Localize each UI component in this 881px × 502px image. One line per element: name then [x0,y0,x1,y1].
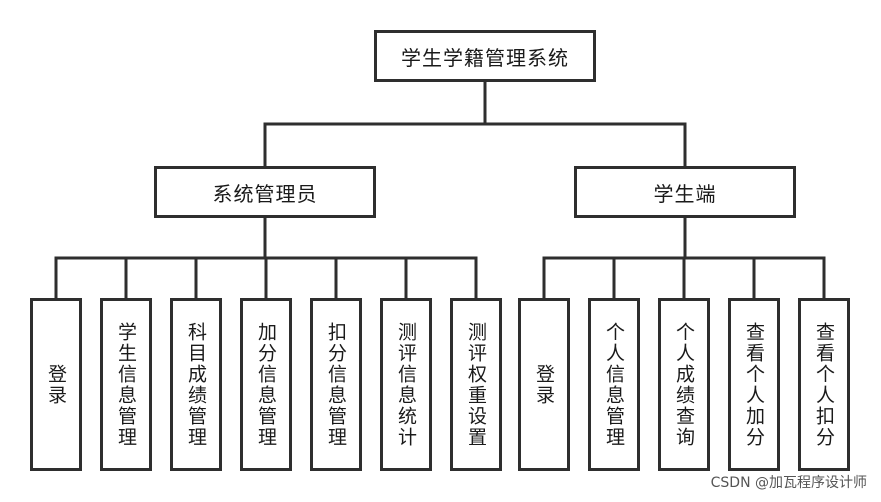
leaf-admin-student-info: 学生信息管理 [100,298,152,471]
leaf-student-view-deduction: 查看个人扣分 [798,298,850,471]
root-node: 学生学籍管理系统 [374,30,596,82]
root-label: 学生学籍管理系统 [401,45,569,70]
leaf-admin-bonus-info: 加分信息管理 [240,298,292,471]
leaf-admin-weight-settings: 测评权重设置 [450,298,502,471]
leaf-admin-subject-scores: 科目成绩管理 [170,298,222,471]
group-node-admin: 系统管理员 [154,166,376,218]
group-label-student: 学生端 [653,181,717,206]
leaf-student-view-bonus: 查看个人加分 [728,298,780,471]
leaf-student-personal-info: 个人信息管理 [588,298,640,471]
leaf-student-score-query: 个人成绩查询 [658,298,710,471]
leaf-admin-evaluation-stats: 测评信息统计 [380,298,432,471]
watermark: CSDN @加瓦程序设计师 [710,475,867,491]
group-label-admin: 系统管理员 [212,181,318,206]
leaf-admin-deduction-info: 扣分信息管理 [310,298,362,471]
leaf-admin-login: 登录 [30,298,82,471]
group-node-student: 学生端 [574,166,796,218]
leaf-student-login: 登录 [518,298,570,471]
